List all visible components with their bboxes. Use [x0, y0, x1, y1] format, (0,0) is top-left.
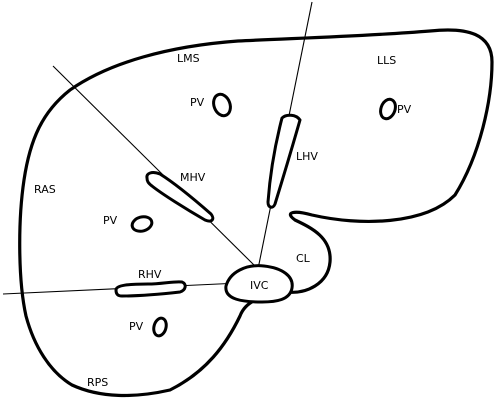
label-rhv: RHV — [138, 268, 162, 281]
label-cl: CL — [296, 252, 311, 265]
label-rps: RPS — [87, 376, 108, 389]
rhv-vessel — [114, 280, 187, 298]
label-ras: RAS — [34, 183, 56, 196]
pv-vessel-rps — [152, 316, 168, 338]
pv-vessel-lms — [212, 92, 232, 118]
middle-division-line — [52, 65, 259, 270]
mhv-vessel — [145, 171, 215, 223]
label-mhv: MHV — [180, 171, 206, 184]
label-lhv: LHV — [296, 150, 318, 163]
label-lls: LLS — [377, 54, 396, 67]
label-pv-ras: PV — [103, 214, 118, 227]
label-ivc: IVC — [250, 279, 269, 292]
label-pv-lls: PV — [397, 103, 412, 116]
label-lms: LMS — [177, 52, 200, 65]
pv-vessel-ras — [130, 215, 154, 233]
ivc-vessel — [224, 264, 294, 304]
liver-outline — [18, 28, 494, 398]
lhv-vessel — [266, 113, 302, 209]
label-pv-rps: PV — [129, 320, 144, 333]
pv-vessel-lls — [379, 97, 397, 121]
label-pv-lms: PV — [190, 96, 205, 109]
